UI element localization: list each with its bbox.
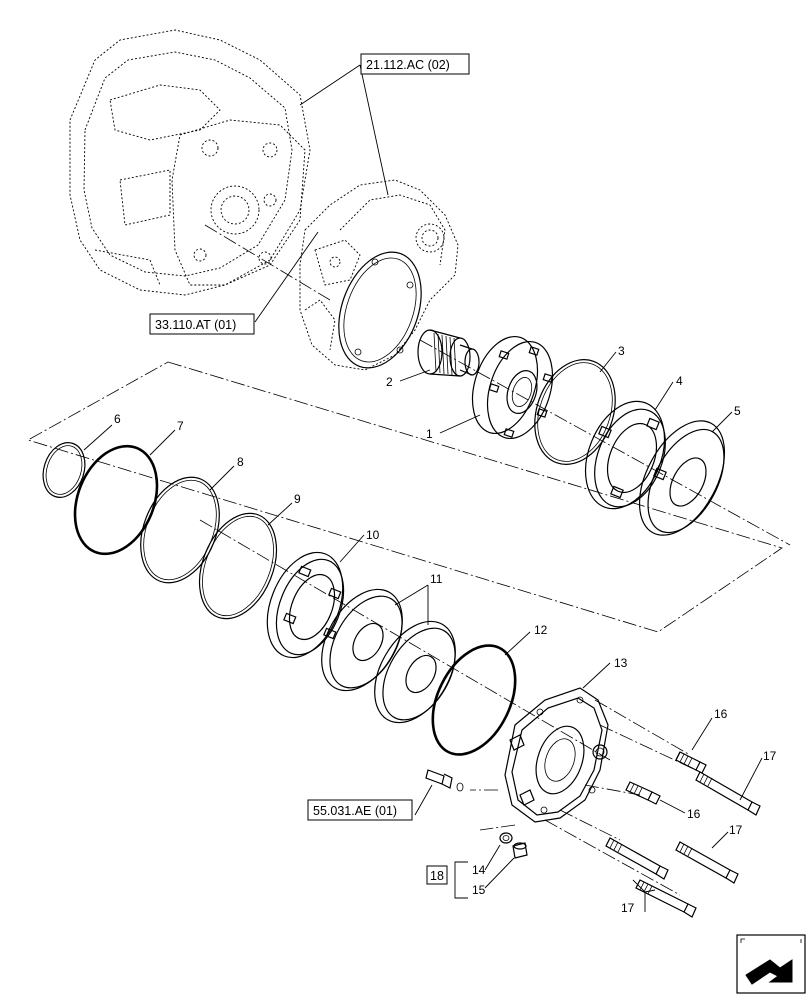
callout-15: 15 [472, 883, 486, 897]
callout-8: 8 [237, 455, 244, 469]
callout-2: 2 [386, 375, 393, 389]
part-5-friction-disc [638, 420, 726, 536]
part-17-bolt-a [695, 771, 761, 816]
ref-55031-label: 55.031.AE (01) [313, 804, 397, 818]
axis-lower [199, 519, 611, 761]
callout-17-upper: 17 [763, 749, 777, 763]
axis-upper [419, 339, 791, 546]
callout-3: 3 [618, 344, 625, 358]
housing-reference-leaders [204, 64, 389, 323]
part-3-snap-ring [534, 359, 616, 465]
part-9-snap-ring [198, 512, 278, 620]
callout-10: 10 [366, 528, 380, 542]
callout-17-middle: 17 [729, 823, 743, 837]
part-16-bolt-b [625, 781, 661, 805]
callout-17-lower: 17 [621, 901, 635, 915]
part-11-plates [321, 588, 456, 724]
bolt-center-lines [470, 699, 701, 896]
part-17-bolt-b [675, 841, 739, 884]
ref-box-33110[interactable]: 33.110.AT (01) [149, 313, 255, 335]
callout-13: 13 [614, 656, 628, 670]
callout-5: 5 [734, 404, 741, 418]
callout-11: 11 [430, 572, 443, 586]
callout-16-upper: 16 [714, 707, 728, 721]
part-8-snap-ring [140, 476, 220, 584]
pressure-fitting [425, 769, 464, 792]
part-4-toothed-plate [584, 400, 667, 510]
callout-numbers: 2 1 3 4 5 6 7 8 9 10 11 12 13 14 15 16 1… [114, 344, 777, 915]
part-16-bolt-a [675, 751, 707, 774]
part-14-washer [499, 832, 513, 844]
part-17-bolt-d [635, 879, 697, 918]
kit-18-label: 18 [430, 869, 444, 883]
callout-9: 9 [294, 492, 301, 506]
housing-flange-opening [338, 251, 422, 369]
ref-21112-label: 21.112.AC (02) [366, 58, 450, 72]
arrow-nav-icon[interactable] [736, 934, 806, 994]
callout-16-lower: 16 [687, 807, 701, 821]
transmission-housing-ghost [69, 29, 459, 371]
callout-6: 6 [114, 412, 121, 426]
part-1-piston [471, 335, 554, 440]
callout-14: 14 [472, 863, 486, 877]
callout-1: 1 [426, 427, 433, 441]
part-13-cover [504, 687, 609, 823]
part-17-bolt-c [605, 837, 669, 880]
kit-box-18[interactable]: 18 [426, 865, 448, 885]
callout-leaders [83, 351, 763, 912]
callout-12: 12 [534, 623, 548, 637]
callout-7: 7 [177, 419, 184, 433]
ref-33110-label: 33.110.AT (01) [155, 318, 236, 332]
part-6-small-ring [42, 442, 86, 498]
part-12-o-ring [431, 644, 517, 756]
assembly-boundary-line [26, 361, 783, 633]
part-2-splined-hub [417, 329, 480, 377]
ref-box-55031[interactable]: 55.031.AE (01) [307, 799, 413, 821]
ref-box-21112[interactable]: 21.112.AC (02) [360, 53, 470, 75]
part-15-plug [512, 842, 528, 859]
callout-4: 4 [676, 374, 683, 388]
